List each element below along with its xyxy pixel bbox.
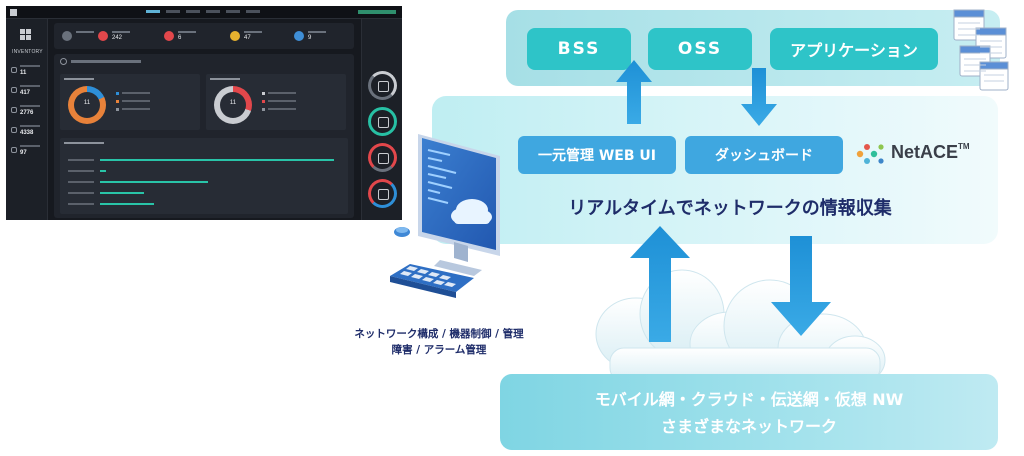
dashboard-topbar [6,6,402,19]
netace-logo-icon [856,144,884,164]
up-arrow-from-network [630,226,690,342]
alarm-stat-warning: 9 [294,28,354,44]
panel-icon [60,58,67,65]
netace-logo-text: NetACETM [891,142,970,162]
type-card: 11 [60,74,200,130]
dashboard-screenshot: INVENTORY 11 417 2776 4338 97 242 6 47 9… [6,6,402,220]
operational-status-card: 11 [206,74,346,130]
app-logo-icon [10,9,17,16]
application-box: アプリケーション [770,28,938,70]
gauge-icon [368,179,397,208]
various-networks-line: さまざまなネットワーク [660,417,837,436]
operator-caption-line1: ネットワーク構成 / 機器制御 / 管理 [354,328,524,340]
bss-box: BSS [527,28,631,70]
panel-header [60,58,150,65]
inventory-panel: 11 11 [54,54,354,218]
operator-caption-line2: 障害 / アラーム管理 [391,344,487,356]
computer-illustration [390,134,500,298]
gauge-icon [368,71,397,100]
dashboard-top-nav [146,10,260,13]
type-donut: 11 [68,86,106,124]
device-icon [11,107,17,113]
grid-icon [20,29,31,40]
inventory-header: INVENTORY [12,49,43,55]
inventory-item: 417 [10,83,44,103]
user-status-bar [358,10,396,14]
inventory-item: 4338 [10,123,44,143]
status-donut: 11 [214,86,252,124]
up-arrow-to-bss [616,60,652,124]
alarm-stat-critical: 242 [98,28,158,44]
inventory-sidebar: INVENTORY 11 417 2776 4338 97 [6,19,48,220]
alarm-stat [62,28,122,44]
platform-title: リアルタイムでネットワークの情報収集 [568,198,892,219]
inventory-item: 2776 [10,103,44,123]
inventory-item: 11 [10,63,44,83]
device-icon [11,127,17,133]
down-arrow-to-network [771,236,831,336]
network-elements-card [60,138,348,214]
device-icon [11,67,17,73]
network-layer-band [500,374,998,450]
dashboard-box: ダッシュボード [685,136,843,174]
alarm-stat-major: 6 [164,28,224,44]
network-types-line: モバイル網・クラウド・伝送網・仮想 NW [594,390,904,409]
documents-icon [953,9,1009,91]
down-arrow-from-oss [741,68,777,126]
alarm-summary-bar: 242 6 47 9 [54,23,354,49]
gauge-icon [368,143,397,172]
alarm-stat-minor: 47 [230,28,290,44]
gauge-icon [368,107,397,136]
oss-box: OSS [648,28,752,70]
device-icon [11,87,17,93]
link-icon [11,147,17,153]
inventory-item: 97 [10,143,44,163]
web-ui-box: 一元管理 WEB UI [518,136,676,174]
right-gauge-sidebar [361,19,402,220]
